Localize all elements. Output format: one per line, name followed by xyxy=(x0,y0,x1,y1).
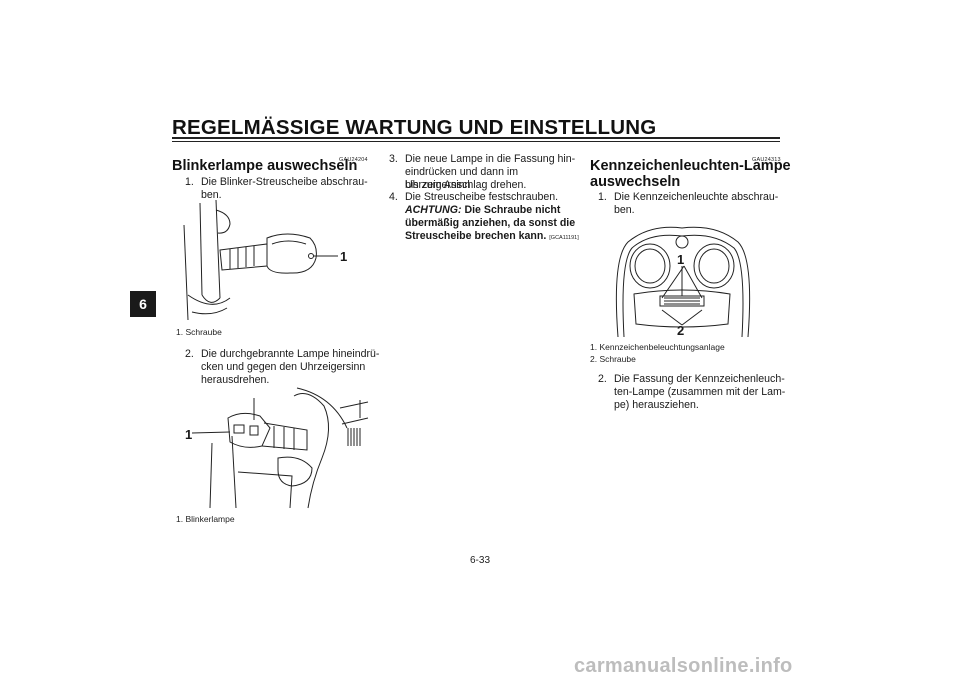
step-text-line: eindrücken und dann im Uhrzeigersinn xyxy=(405,166,519,191)
figure-callout: 1 xyxy=(185,427,193,442)
section-heading-line: Kennzeichenleuchten-Lampe xyxy=(590,158,791,174)
notice-line: ACHTUNG: Die Schraube nicht xyxy=(405,204,600,217)
header-rule-thin xyxy=(172,141,780,142)
bulb-illustration xyxy=(191,387,369,509)
notice-line: übermäßig anziehen, da sonst die xyxy=(405,217,576,229)
step-item: 1. Die Blinker-Streuscheibe abschrau- be… xyxy=(185,176,375,206)
step-text-line: ben. xyxy=(614,204,635,216)
page-number: 6-33 xyxy=(469,555,490,566)
header-rule xyxy=(172,137,780,139)
step-text-line: Die Fassung der Kennzeichenleuch- xyxy=(614,373,785,385)
license-light-illustration xyxy=(615,226,751,338)
figure-callout: 1 xyxy=(340,249,348,264)
turn-signal-illustration xyxy=(183,199,338,321)
step-text-line: ten-Lampe (zusammen mit der Lam- xyxy=(614,386,786,398)
notice-code: [GCA11191] xyxy=(549,235,579,241)
step-text-line: Die Blinker-Streuscheibe abschrau- xyxy=(201,176,368,188)
step-text-line: cken und gegen den Uhrzeigersinn xyxy=(201,361,366,373)
step-text-line: pe) herausziehen. xyxy=(614,399,699,411)
notice-text: Die Schraube nicht xyxy=(464,204,561,216)
step-number: 2. xyxy=(185,348,194,360)
step-item: 1. Die Kennzeichenleuchte abschrau- ben. xyxy=(598,191,788,219)
step-text-line: Die Kennzeichenleuchte abschrau- xyxy=(614,191,779,203)
section-code: GAU24313 xyxy=(752,157,781,163)
watermark: carmanualsonline.info xyxy=(574,655,793,677)
step-text-line: Die neue Lampe in die Fassung hin- xyxy=(405,153,576,165)
step-text-line: bis zum Anschlag drehen. xyxy=(405,179,527,191)
step-number: 3. xyxy=(389,153,398,165)
step-item: 2. Die durchgebrannte Lampe hineindrü- c… xyxy=(185,348,380,390)
section-code: GAU24204 xyxy=(339,157,368,163)
step-item: 2. Die Fassung der Kennzeichenleuch- ten… xyxy=(598,373,793,415)
figure-caption: 2. Schraube xyxy=(590,354,636,364)
step-text-line: Die durchgebrannte Lampe hineindrü- xyxy=(201,348,380,360)
step-number: 2. xyxy=(598,373,607,385)
section-heading-line: auswechseln xyxy=(590,174,681,190)
step-number: 1. xyxy=(598,191,607,203)
step-number: 4. xyxy=(389,191,398,203)
step-text-line: ben. xyxy=(201,189,222,201)
step-text-line: herausdrehen. xyxy=(201,374,270,386)
figure-caption: 1. Kennzeichenbeleuchtungsanlage xyxy=(590,342,725,352)
step-text-line: Die Streuscheibe festschrauben. xyxy=(405,191,559,203)
step-number: 1. xyxy=(185,176,194,188)
figure-caption: 1. Schraube xyxy=(176,327,222,337)
page-title: REGELMÄSSIGE WARTUNG UND EINSTELLUNG xyxy=(172,116,657,139)
section-heading: Blinkerlampe auswechseln xyxy=(172,158,358,174)
notice-line: Streuscheibe brechen kann. [GCA11191] xyxy=(405,230,579,245)
figure-callout: 2 xyxy=(677,323,685,338)
figure-caption: 1. Blinkerlampe xyxy=(176,514,235,524)
chapter-tab: 6 xyxy=(130,291,156,317)
step-item: 4. Die Streuscheibe festschrauben. xyxy=(389,191,584,205)
figure-callout: 1 xyxy=(677,252,685,267)
step-item: 3. Die neue Lampe in die Fassung hin- ei… xyxy=(389,153,584,195)
notice-label: ACHTUNG: xyxy=(405,204,462,216)
notice-text: Streuscheibe brechen kann. xyxy=(405,230,547,242)
